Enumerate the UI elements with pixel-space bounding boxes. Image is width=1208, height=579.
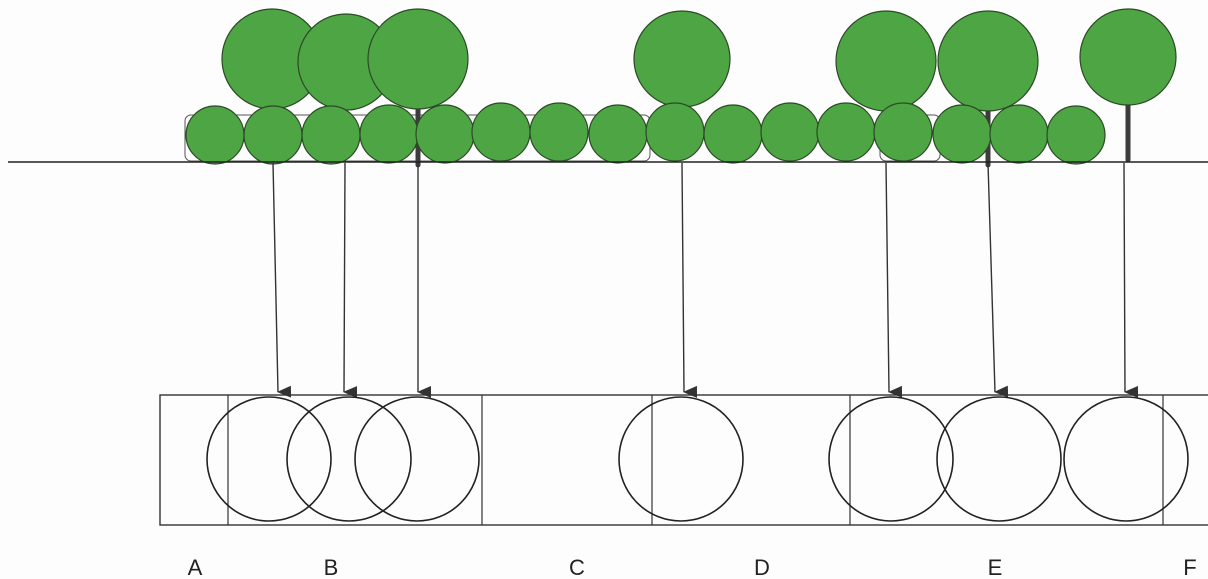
tree-crown-7: [1079, 8, 1177, 106]
shrub: [760, 102, 820, 162]
tree-crown-4: [633, 10, 731, 108]
arrow: [885, 162, 903, 398]
shrub: [1046, 105, 1106, 165]
tree-crown-3: [367, 8, 469, 110]
shrub: [243, 105, 303, 165]
plan-view: [159, 394, 1208, 526]
shrub: [529, 102, 589, 162]
plan-tree-circle: [206, 396, 332, 522]
plan-tree-circle: [828, 396, 954, 522]
label-b: B: [324, 555, 339, 579]
shrub: [816, 102, 876, 162]
tree-crown-6: [937, 10, 1039, 112]
plan-tree-circle: [286, 396, 412, 522]
shrub: [359, 104, 419, 164]
arrow: [343, 162, 358, 399]
plan-tree-circle: [354, 396, 480, 522]
plan-strip: [159, 394, 1208, 526]
plan-tree-circle: [618, 396, 744, 522]
plan-tree-circle: [936, 396, 1062, 522]
shrub: [932, 104, 992, 164]
shrub: [645, 102, 705, 162]
arrow: [987, 162, 1009, 398]
section-labels: A B C D E F: [188, 555, 1197, 579]
hedge-shrubs: [185, 102, 1106, 165]
projection-arrows: [272, 162, 1139, 399]
shrub: [703, 104, 763, 164]
shrub: [415, 104, 475, 164]
label-a: A: [188, 555, 203, 579]
label-e: E: [988, 555, 1003, 579]
arrow: [1123, 162, 1139, 398]
shrub: [301, 105, 361, 165]
elevation-view: [8, 8, 1208, 168]
label-c: C: [569, 555, 585, 579]
shrub: [873, 102, 933, 162]
label-d: D: [754, 555, 770, 579]
arrow: [272, 162, 292, 398]
tree-crown-5: [835, 10, 937, 112]
arrow: [681, 162, 698, 398]
shrub: [471, 102, 531, 162]
shrub: [588, 104, 648, 164]
shrub: [989, 104, 1049, 164]
plan-tree-circle: [1063, 396, 1189, 522]
label-f: F: [1183, 555, 1196, 579]
shrub: [185, 105, 245, 165]
